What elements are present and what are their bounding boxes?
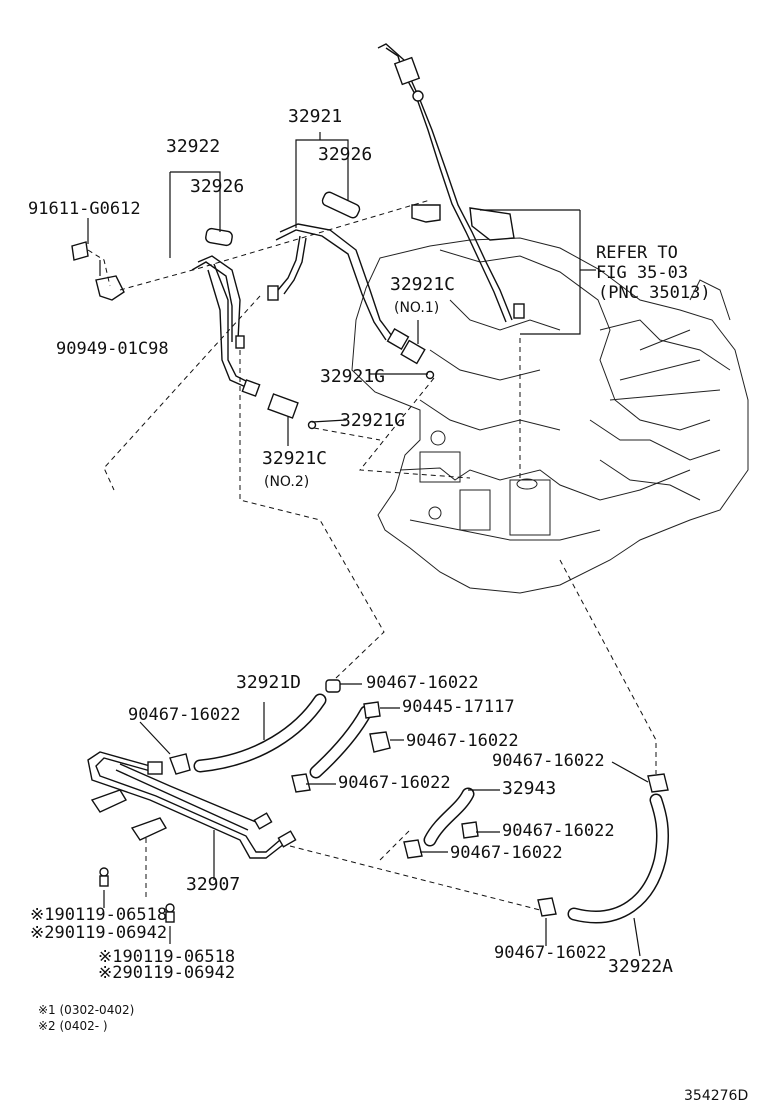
label-bolt-2: ※290119-06942	[30, 923, 167, 943]
oil-cooler-tubes-upper	[191, 191, 393, 389]
label-no2: (NO.2)	[264, 474, 309, 490]
figure-number: 354276D	[684, 1088, 748, 1104]
label-90445-17117: 90445-17117	[402, 697, 515, 717]
label-90949-01c98: 90949-01C98	[56, 339, 169, 359]
label-32921c-1: 32921C	[390, 274, 455, 295]
label-clamp-1: 90467-16022	[366, 673, 479, 693]
note-1: ※1 (0302-0402)	[38, 1003, 134, 1017]
label-32921d: 32921D	[236, 672, 301, 693]
transmission-sketch	[351, 237, 749, 594]
label-clamp-6: 90467-16022	[502, 821, 615, 841]
hoses	[193, 693, 669, 924]
label-32921c-2: 32921C	[262, 448, 327, 469]
label-32922a: 32922A	[608, 956, 673, 977]
label-clamp-4: 90467-16022	[338, 773, 451, 793]
label-refer-3: (PNC 35013)	[598, 283, 711, 303]
label-clamp-5: 90467-16022	[492, 751, 605, 771]
label-clamp-3: 90467-16022	[406, 731, 519, 751]
label-bolt-1: ※190119-06518	[30, 905, 167, 925]
label-32921g-2: 32921G	[340, 410, 405, 431]
label-32926-b: 32926	[190, 176, 244, 197]
label-32921g-1: 32921G	[320, 366, 385, 387]
oil-cooler-tubes-lower	[87, 751, 297, 923]
label-32907: 32907	[186, 874, 240, 895]
label-refer-1: REFER TO	[596, 243, 678, 263]
label-no1: (NO.1)	[394, 300, 439, 316]
label-refer-2: FIG 35-03	[596, 263, 688, 283]
label-clamp-2: 90467-16022	[128, 705, 241, 725]
dipstick-tube	[377, 43, 525, 323]
hose-clamps	[169, 679, 669, 917]
label-bolt-3: ※190119-06518	[98, 947, 235, 967]
part-labels: 32921 32926 32922 32926 91611-G0612 9094…	[28, 106, 748, 1104]
fittings	[71, 241, 435, 430]
upper-leaders	[87, 132, 657, 774]
label-bolt-4: ※290119-06942	[98, 963, 235, 983]
label-32943: 32943	[502, 778, 556, 799]
label-32922: 32922	[166, 136, 220, 157]
label-32921: 32921	[288, 106, 342, 127]
label-clamp-7: 90467-16022	[450, 843, 563, 863]
label-clamp-8: 90467-16022	[494, 943, 607, 963]
lower-leaders	[103, 683, 649, 957]
label-32926-a: 32926	[318, 144, 372, 165]
note-2: ※2 (0402- )	[38, 1019, 108, 1033]
label-91611-g0612: 91611-G0612	[28, 199, 141, 219]
